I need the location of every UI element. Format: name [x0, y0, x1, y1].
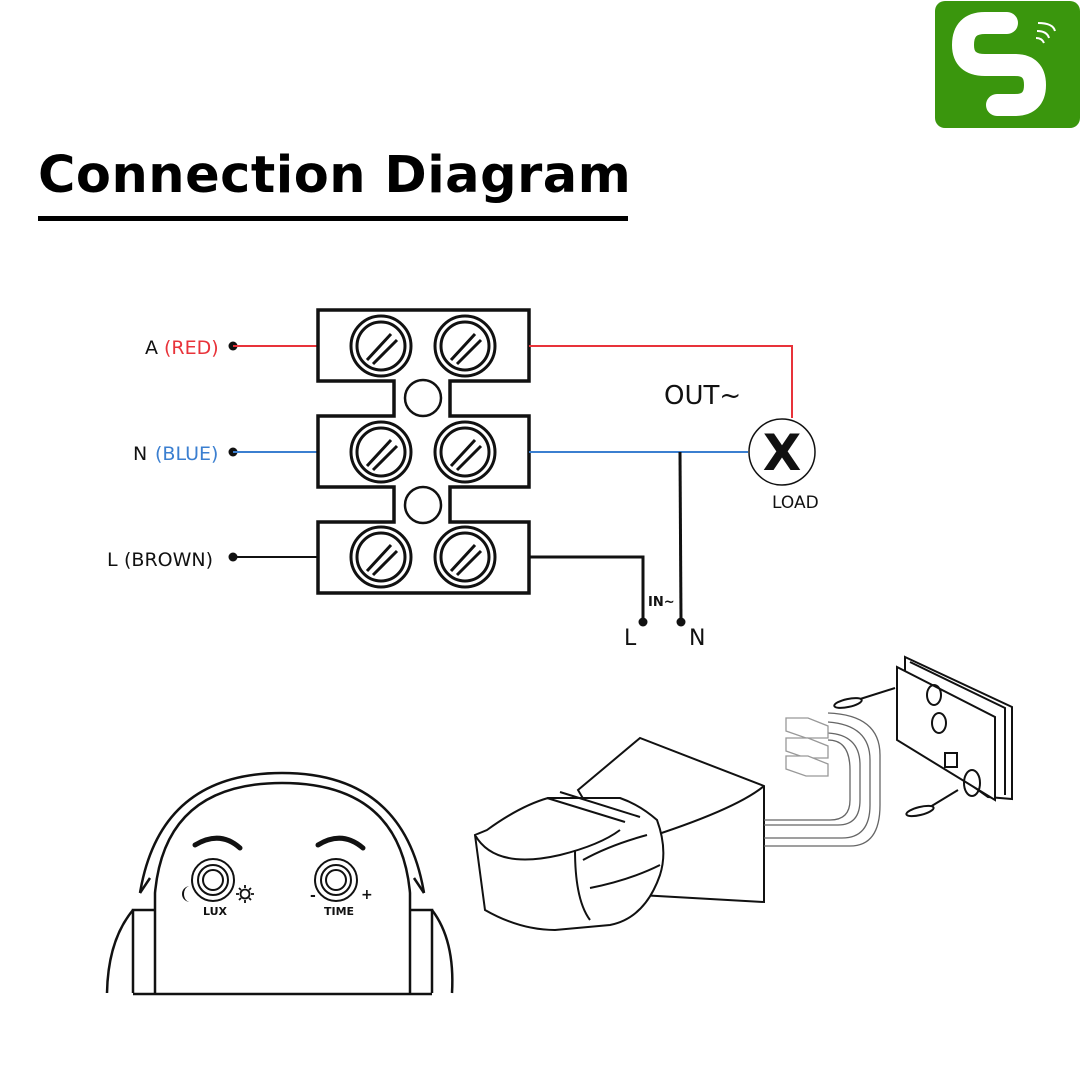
wire-red-label: (RED): [164, 337, 219, 359]
terminal-a-letter: A: [145, 337, 158, 359]
red-wire-out: [529, 345, 793, 418]
lux-label: LUX: [203, 905, 228, 918]
neutral-wire: [678, 451, 683, 622]
sun-icon: [236, 885, 254, 903]
mains-l-dot: [638, 617, 648, 627]
wire-connectors: [785, 717, 829, 777]
terminal-l-letter: L: [107, 549, 118, 571]
mains-l-label: L: [624, 626, 637, 651]
wire-brown-label: (BROWN): [124, 549, 213, 571]
smart-s-wifi-logo-icon: [951, 12, 1056, 116]
screw-icon: [349, 314, 413, 378]
screw-icon: [433, 420, 497, 484]
wire-blue-label: (BLUE): [155, 443, 218, 465]
brand-logo: [935, 1, 1080, 128]
time-label: TIME: [324, 905, 354, 918]
load-label: LOAD: [772, 493, 819, 513]
time-knob[interactable]: [314, 835, 366, 902]
input-a-label: A (RED): [145, 337, 219, 359]
live-wire: [529, 555, 645, 621]
lux-knob[interactable]: [191, 835, 243, 902]
input-l-label: L (BROWN): [107, 549, 213, 571]
output-label: OUT~: [664, 381, 741, 411]
screw-icon: [349, 525, 413, 589]
sensor-3d-view: [473, 736, 765, 932]
terminal-n-letter: N: [133, 443, 147, 465]
screw-icon: [433, 314, 497, 378]
minus-icon: -: [310, 888, 316, 904]
screw-icon: [349, 420, 413, 484]
load-lamp-icon: X: [748, 418, 816, 486]
title-underline: [38, 216, 628, 221]
plus-icon: +: [361, 887, 373, 903]
screw-icon: [433, 525, 497, 589]
terminal-block: [316, 308, 531, 595]
mains-n-label: N: [689, 626, 705, 651]
sensor-cable: [764, 712, 881, 847]
page-title: Connection Diagram: [38, 146, 632, 205]
input-n-label: N (BLUE): [133, 443, 218, 465]
moon-icon: [182, 886, 190, 902]
load-symbol: X: [763, 424, 802, 482]
sensor-front-view: [105, 771, 454, 996]
input-label: IN~: [648, 595, 675, 610]
mains-n-dot: [676, 617, 686, 627]
wall-mount-plate: [833, 655, 1013, 818]
terminal-screws: [349, 314, 497, 589]
